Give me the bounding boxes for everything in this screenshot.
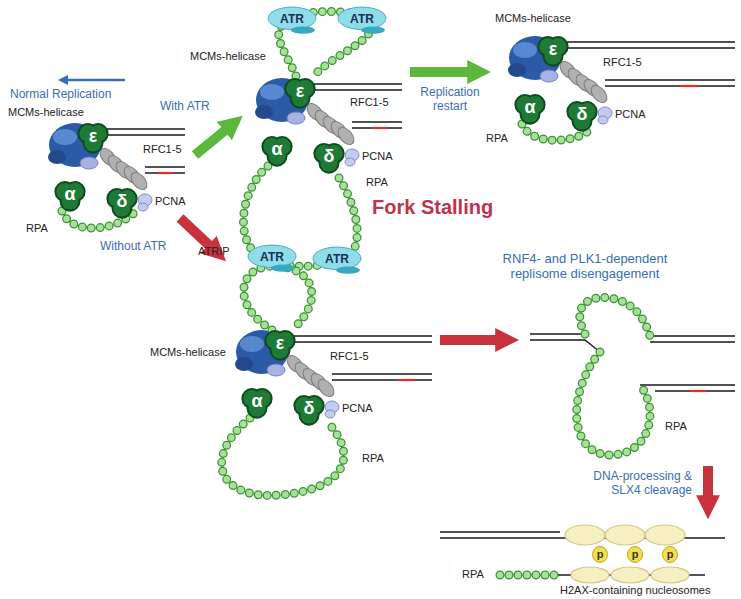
node-text: α [524,98,535,118]
atr-complex: ATR [312,246,362,274]
protein-label: PCNA [342,402,373,415]
text-holder: δ [577,105,588,125]
node-text: ε [549,40,558,60]
text-holder: α [64,185,75,205]
protein-label: PCNA [615,108,646,121]
text-holder: ATR [325,253,349,266]
node-text: ε [276,334,285,354]
structure-label: H2AX-containing nucleosomes [560,584,710,597]
dna-strands [75,42,735,575]
process-label: DNA-processing & SLX4 cleavage [580,470,692,498]
text-holder: α [271,140,282,160]
replisome-core [48,36,612,418]
section-heading: Fork Stalling [372,196,493,219]
process-label: With ATR [160,100,210,114]
node-text: δ [304,399,315,419]
node-text: ATR [280,13,304,26]
text-holder: ATR [260,251,284,264]
protein-label: RPA [362,452,384,465]
text-holder: p [667,548,674,560]
polymerase-subunit: δ [292,392,326,426]
node-text: α [64,185,75,205]
protein-label: RFC1-5 [330,350,369,363]
process-arrows [66,72,708,500]
rpa-coated-ssdna [62,12,650,576]
process-label: Replication restart [405,86,495,114]
node-text: δ [577,105,588,125]
polymerase-subunit: ε [76,120,110,154]
text-holder: δ [304,399,315,419]
text-holder: δ [117,192,128,212]
process-label: Without ATR [100,240,166,254]
protein-label: RPA [366,176,388,189]
node-text: p [667,548,674,560]
text-holder: ε [296,82,305,102]
atr-complex: ATR [337,6,387,34]
protein-label: PCNA [362,150,393,163]
protein-label: RPA [26,222,48,235]
text-holder: ε [89,127,98,147]
polymerase-subunit: α [260,133,294,167]
node-text: ε [89,127,98,147]
process-label: Normal Replication [10,88,111,102]
polymerase-subunit: δ [105,185,139,219]
protein-label: RFC1-5 [350,96,389,109]
protein-label: ATRIP [198,245,230,258]
node-text: δ [117,192,128,212]
polymerase-subunit: α [53,178,87,212]
atr-complex: ATR [247,244,297,272]
protein-label: PCNA [155,195,186,208]
node-text: ATR [350,13,374,26]
text-holder: δ [324,147,335,167]
protein-label: MCMs-helicase [150,346,226,359]
phosphate-mark: p [627,546,643,563]
node-text: p [632,548,639,560]
protein-label: MCMs-helicase [8,106,84,119]
node-text: α [251,392,262,412]
text-holder: ATR [350,13,374,26]
polymerase-subunit: ε [263,327,297,361]
protein-label: MCMs-helicase [190,50,266,63]
polymerase-subunit: δ [565,98,599,132]
node-text: δ [324,147,335,167]
phosphate-mark: p [662,546,678,563]
text-holder: α [524,98,535,118]
protein-label: RFC1-5 [143,143,182,156]
phosphate-mark: p [592,546,608,563]
text-holder: ATR [280,13,304,26]
text-holder: p [597,548,604,560]
protein-label: RFC1-5 [603,56,642,69]
node-text: ATR [260,251,284,264]
protein-label: RPA [665,420,687,433]
nucleosomes [565,525,689,583]
polymerase-subunit: α [240,385,274,419]
node-text: α [271,140,282,160]
polymerase-subunit: δ [312,140,346,174]
node-text: ATR [325,253,349,266]
polymerase-subunit: ε [536,33,570,67]
protein-label: RPA [486,132,508,145]
atr-complex: ATR [267,6,317,34]
protein-label: MCMs-helicase [495,12,571,25]
text-holder: p [632,548,639,560]
protein-label: RPA [462,568,484,581]
text-holder: α [251,392,262,412]
node-text: ε [296,82,305,102]
polymerase-subunit: ε [283,75,317,109]
text-holder: ε [549,40,558,60]
node-text: p [597,548,604,560]
text-holder: ε [276,334,285,354]
process-label: RNF4- and PLK1-dependent replisome disen… [478,252,692,282]
polymerase-subunit: α [513,91,547,125]
